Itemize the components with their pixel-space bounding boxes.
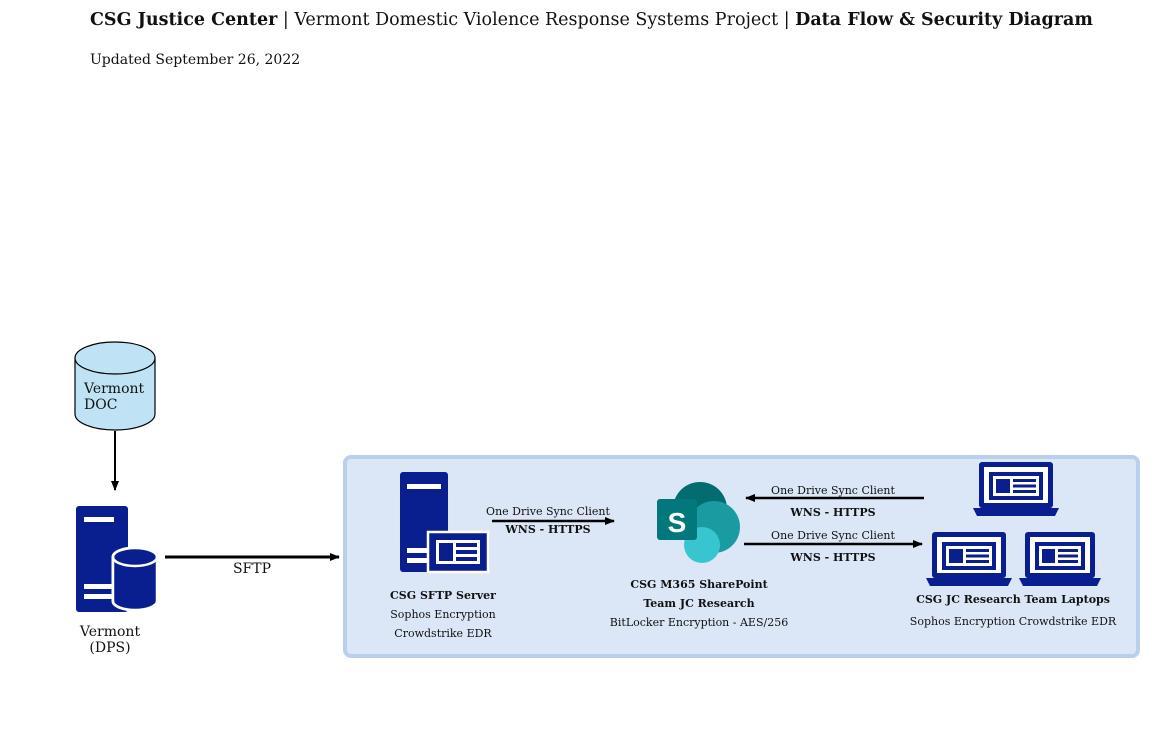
title-separator-2: | [783,10,790,30]
vermont-dps-line2: (DPS) [89,640,131,656]
laptop-icon-right [1019,532,1101,586]
database-icon [74,341,156,431]
sharepoint-to-laptops-bottom: WNS - HTTPS [790,551,876,564]
title-separator-1: | [282,10,289,30]
sharepoint-line1: BitLocker Encryption - AES/256 [609,616,789,629]
laptop-icon-left [926,532,1012,586]
laptop-to-sharepoint-bottom: WNS - HTTPS [790,506,876,519]
svg-text:S: S [668,507,687,538]
sftp-to-sharepoint-bottom: WNS - HTTPS [505,523,591,536]
title-part-2: Vermont Domestic Violence Response Syste… [294,10,779,30]
page-subtitle: Updated September 26, 2022 [90,52,301,68]
sftp-server-icon [400,472,490,574]
sftp-to-sharepoint-label: One Drive Sync Client WNS - HTTPS [478,503,618,539]
vermont-dps-line1: Vermont [79,624,141,640]
sharepoint-title-2: Team JC Research [643,597,755,610]
page-title: CSG Justice Center | Vermont Domestic Vi… [90,10,1093,30]
sharepoint-icon: S [657,482,740,563]
server-database-icon [76,506,159,612]
sharepoint-to-laptops-label: One Drive Sync Client WNS - HTTPS [763,525,903,569]
vermont-doc-line2: DOC [84,397,118,413]
vermont-doc-label: Vermont DOC [84,381,144,413]
sharepoint-title-1: CSG M365 SharePoint [630,578,768,591]
laptop-icon-top [973,462,1059,516]
laptops-title: CSG JC Research Team Laptops [916,593,1110,606]
sharepoint-to-laptops-top: One Drive Sync Client [771,529,895,542]
sftp-server-label: CSG SFTP Server Sophos Encryption Crowds… [363,586,523,643]
laptops-line1: Sophos Encryption Crowdstrike EDR [909,615,1117,628]
laptops-label: CSG JC Research Team Laptops Sophos Encr… [898,589,1128,633]
title-part-1: CSG Justice Center [90,10,278,30]
sftp-server-line2: Crowdstrike EDR [394,627,492,640]
sftp-server-line1: Sophos Encryption [390,608,496,621]
title-part-3: Data Flow & Security Diagram [795,10,1093,30]
laptop-to-sharepoint-label: One Drive Sync Client WNS - HTTPS [763,480,903,524]
laptop-to-sharepoint-top: One Drive Sync Client [771,484,895,497]
vermont-doc-line1: Vermont [84,381,145,397]
sharepoint-label: CSG M365 SharePoint Team JC Research Bit… [589,575,809,632]
sftp-edge-label: SFTP [232,561,272,577]
sftp-server-title: CSG SFTP Server [390,589,496,602]
sftp-to-sharepoint-top: One Drive Sync Client [486,505,610,518]
vermont-dps-label: Vermont (DPS) [70,624,150,656]
